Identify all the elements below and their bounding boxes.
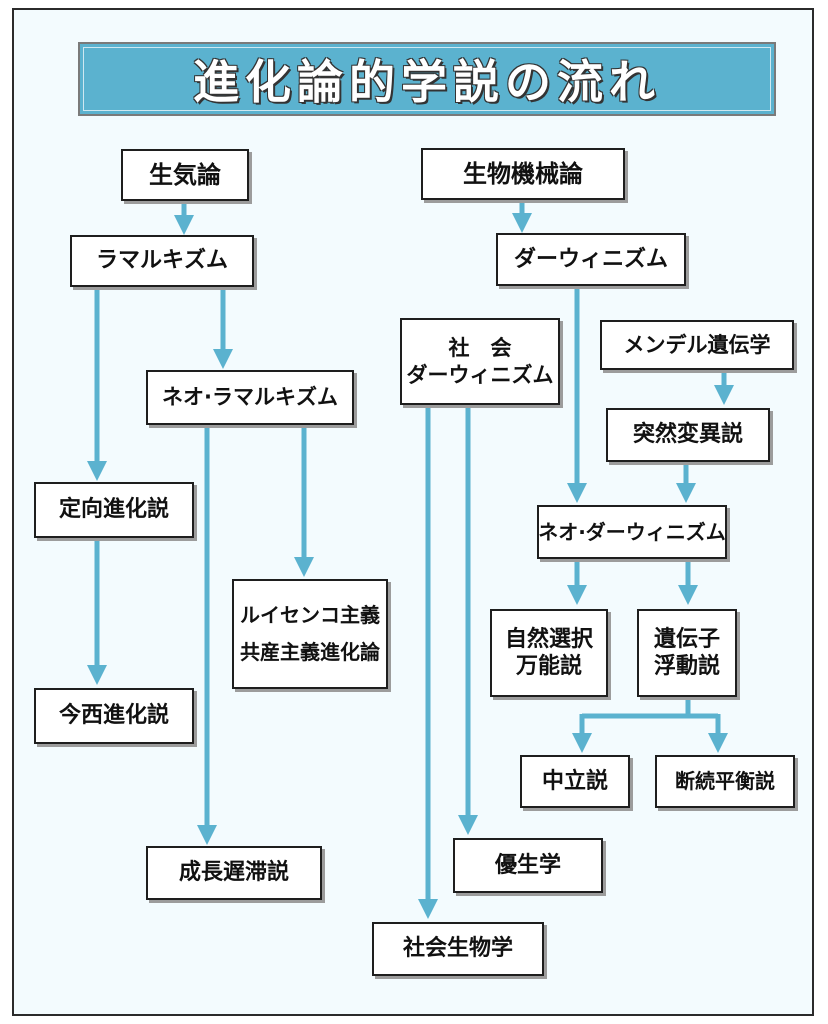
node-darwinism: ダーウィニズム [496, 233, 686, 286]
node-neo-darwinism: ネオ·ダーウィニズム [537, 505, 727, 559]
node-imanishi-shinka: 今西進化説 [34, 688, 194, 744]
node-natural-selection: 自然選択 万能説 [490, 609, 608, 697]
node-lysenko: ルイセンコ主義 共産主義進化論 [232, 579, 388, 689]
diagram-title: 進化論的学説の流れ [193, 55, 661, 109]
node-sociobiology: 社会生物学 [372, 922, 544, 976]
node-genetic-drift: 遺伝子 浮動説 [637, 609, 737, 697]
node-punctuated-equilibrium: 断続平衡説 [655, 755, 795, 808]
node-neutral-theory: 中立説 [520, 755, 630, 808]
node-lamarckism: ラマルキズム [70, 235, 254, 287]
node-mutation: 突然変異説 [606, 408, 770, 462]
node-seichou-chitai: 成長遅滞説 [146, 846, 322, 900]
node-social-darwinism: 社 会 ダーウィニズム [400, 318, 560, 405]
node-teikou-shinka: 定向進化説 [34, 482, 194, 538]
title-banner: 進化論的学説の流れ [78, 42, 776, 116]
node-mendel: メンデル遺伝学 [600, 320, 794, 370]
node-neo-lamarckism: ネオ·ラマルキズム [146, 370, 354, 425]
node-seibutsu-kikai: 生物機械論 [421, 148, 625, 200]
node-eugenics: 優生学 [453, 838, 603, 893]
node-seikiron: 生気論 [121, 149, 249, 201]
